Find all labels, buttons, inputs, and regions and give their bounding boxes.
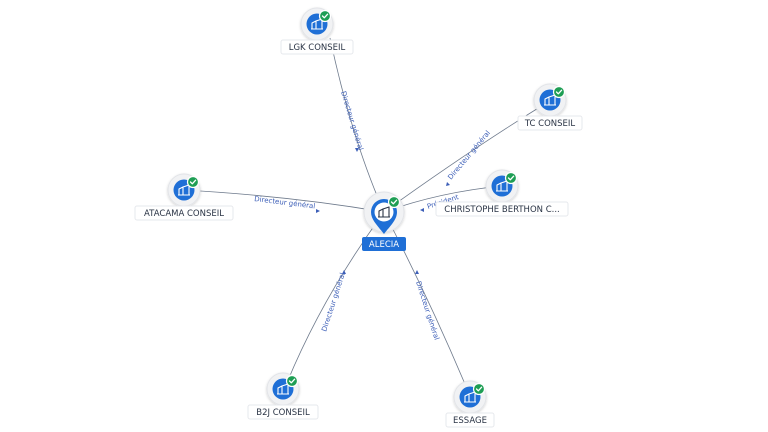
edge-label-tc: Directeur général — [446, 129, 492, 181]
node-label: TC CONSEIL — [524, 119, 576, 129]
check-icon — [504, 171, 518, 185]
check-icon — [387, 195, 401, 209]
node-label: CHRISTOPHE BERTHON C... — [444, 205, 559, 215]
node-atacama-conseil[interactable]: ATACAMA CONSEIL — [134, 173, 234, 221]
node-center-alecia[interactable]: ALECIA — [362, 191, 406, 251]
edge-label-b2j: Directeur général — [320, 272, 347, 333]
check-icon — [285, 374, 299, 388]
arrow-cb — [420, 208, 424, 212]
building-icon — [378, 206, 390, 218]
edge-atacama-conseil — [183, 189, 385, 213]
arrow-lgk — [355, 148, 359, 152]
node-label: B2J CONSEIL — [256, 408, 310, 418]
node-b2j-conseil[interactable]: B2J CONSEIL — [247, 372, 319, 420]
check-icon — [318, 9, 332, 23]
edge-label-lgk: Directeur général — [339, 90, 365, 151]
node-lgk-conseil[interactable]: LGK CONSEIL — [280, 7, 354, 55]
edge-label-atacama: Directeur général — [254, 195, 316, 210]
arrow-b2j — [342, 270, 346, 274]
edge-tc-conseil — [383, 101, 549, 213]
arrow-essage — [415, 270, 419, 274]
node-label: LGK CONSEIL — [289, 43, 346, 53]
check-icon — [186, 175, 200, 189]
arrow-atacama — [316, 209, 320, 213]
node-tc-conseil[interactable]: TC CONSEIL — [517, 83, 583, 131]
node-christophe-berthon[interactable]: CHRISTOPHE BERTHON C... — [435, 169, 569, 217]
check-icon — [552, 85, 566, 99]
node-label: ESSAGE — [453, 416, 487, 426]
node-essage[interactable]: ESSAGE — [445, 380, 495, 428]
arrow-tc — [446, 182, 450, 186]
edge-label-essage: Directeur général — [414, 280, 441, 341]
edge-b2j-conseil — [283, 211, 385, 391]
center-node-label: ALECIA — [369, 240, 399, 250]
check-icon — [472, 382, 486, 396]
node-label: ATACAMA CONSEIL — [144, 209, 224, 219]
edge-essage — [383, 211, 471, 397]
